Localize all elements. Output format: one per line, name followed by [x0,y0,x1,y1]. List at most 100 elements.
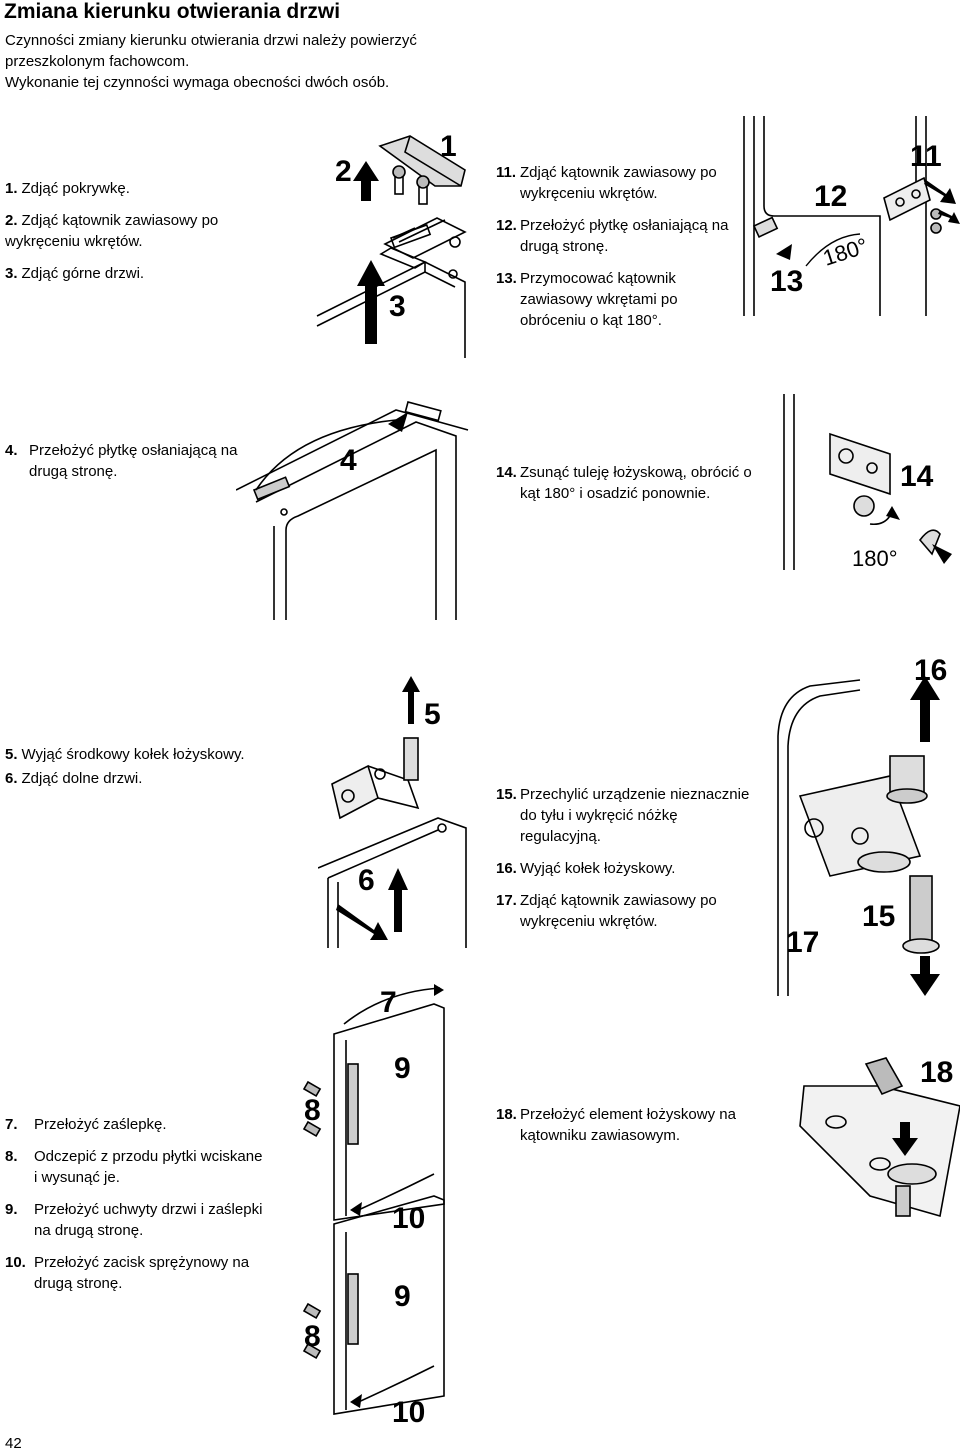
step-text: Zdjąć kątownik zawiasowy po wykręceniu w… [5,212,219,250]
step-11: 11.Zdjąć kątownik zawiasowy po wykręceni… [496,162,732,204]
figure-label-12: 12 [814,180,847,213]
page-title: Zmiana kierunku otwierania drzwi [4,0,341,23]
figure-hinge-rotate: 11 12 13 180° [740,116,960,316]
figure-label-9a: 9 [394,1052,411,1085]
step-text: Przełożyć płytkę osłaniającą na drugą st… [29,442,238,480]
step-2: 2.Zdjąć kątownik zawiasowy po wykręceniu… [5,210,295,252]
step-8: 8. Odczepić z przodu płytki wciskane i wy… [5,1146,263,1188]
step-number: 10. [5,1254,26,1271]
steps-7-10: 7. Przełożyć zaślepkę. 8. Odczepić z przod… [5,1114,263,1305]
step-9: 9. Przełożyć uchwyty drzwi i zaślepki na … [5,1199,263,1241]
figure-bearing-sleeve: 14 180° [780,394,960,574]
step-text: Zdjąć górne drzwi. [21,265,145,282]
step-1: 1.Zdjąć pokrywkę. [5,178,295,199]
step-text: Zdjąć pokrywkę. [21,180,130,197]
step-text: Zsunąć tuleję łożyskową, obrócić o kąt 1… [520,464,752,502]
top-hinge-illustration: 1 2 3 [316,130,467,358]
figure-label-16: 16 [914,656,947,687]
bottom-hinge-illustration: 16 15 17 [777,656,947,996]
step-number: 7. [5,1116,18,1133]
step-number: 5. [5,746,18,763]
figure-label-1: 1 [440,130,457,163]
step-text: Zdjąć kątownik zawiasowy po wykręceniu w… [520,164,717,202]
steps-4: 4. Przełożyć płytkę osłaniającą na drugą … [5,440,245,493]
figure-label-8b: 8 [304,1320,321,1353]
step-13: 13.Przymocować kątownik zawiasowy wkręta… [496,268,732,331]
step-text: Wyjąć środkowy kołek łożyskowy. [21,746,245,763]
figure-label-5: 5 [424,698,441,731]
step-number: 2. [5,212,18,229]
figure-bearing-element: 18 [770,1046,960,1226]
figure-label-2: 2 [335,155,352,188]
step-text: Wyjąć kołek łożyskowy. [520,860,676,877]
figure-label-13: 13 [770,265,803,298]
figure-label-10a: 10 [392,1202,425,1235]
steps-14: 14.Zsunąć tuleję łożyskową, obrócić o ką… [496,462,766,515]
step-number: 16. [496,860,517,877]
hinge-rotate-illustration: 11 12 13 180° [743,116,960,316]
figure-label-17: 17 [786,926,819,959]
figure-label-11: 11 [910,140,942,173]
figure-label-15: 15 [862,900,895,933]
step-12: 12.Przełożyć płytkę osłaniającą na drugą… [496,215,732,257]
step-14: 14.Zsunąć tuleję łożyskową, obrócić o ką… [496,462,766,504]
step-number: 18. [496,1106,517,1123]
steps-15-17: 15.Przechylić urządzenie nieznacznie do … [496,784,756,943]
bearing-sleeve-illustration: 14 180° [783,394,952,571]
steps-18: 18.Przełożyć element łożyskowy na kątown… [496,1104,756,1157]
step-17: 17.Zdjąć kątownik zawiasowy po wykręceni… [496,890,756,932]
figure-label-3: 3 [389,290,406,323]
step-6: 6.Zdjąć dolne drzwi. [5,768,305,789]
steps-11-13: 11.Zdjąć kątownik zawiasowy po wykręceni… [496,162,732,342]
figure-lower-door: 5 6 [318,668,478,948]
figure-top-hinge: 1 2 3 [315,126,475,358]
intro-line-2: Wykonanie tej czynności wymaga obecności… [5,74,390,91]
intro-text: Czynności zmiany kierunku otwierania drz… [5,30,475,93]
step-number: 8. [5,1148,18,1165]
step-text: Zdjąć kątownik zawiasowy po wykręceniu w… [520,892,717,930]
step-number: 17. [496,892,517,909]
step-text: Przełożyć zacisk sprężynowy na drugą str… [34,1254,250,1292]
step-5: 5.Wyjąć środkowy kołek łożyskowy. [5,744,305,765]
bearing-element-illustration: 18 [799,1056,960,1218]
step-text: Przełożyć zaślepkę. [34,1116,167,1133]
step-text: Przełożyć uchwyty drzwi i zaślepki na dr… [34,1201,263,1239]
angle-label-14: 180° [852,546,898,571]
figure-label-8a: 8 [304,1094,321,1127]
step-15: 15.Przechylić urządzenie nieznacznie do … [496,784,756,847]
steps-5-6: 5.Wyjąć środkowy kołek łożyskowy. 6.Zdją… [5,744,305,800]
step-number: 4. [5,442,18,459]
step-number: 14. [496,464,517,481]
figure-label-18: 18 [920,1056,953,1089]
step-7: 7. Przełożyć zaślepkę. [5,1114,263,1135]
step-number: 6. [5,770,18,787]
figure-label-6: 6 [358,864,375,897]
figure-label-4: 4 [340,444,357,477]
figure-bottom-hinge: 16 15 17 [770,656,960,996]
doors-handles-illustration: 7 8 9 10 8 9 10 [302,984,445,1429]
step-text: Zdjąć dolne drzwi. [21,770,143,787]
steps-1-3: 1.Zdjąć pokrywkę. 2.Zdjąć kątownik zawia… [5,178,295,295]
step-number: 15. [496,786,517,803]
step-number: 1. [5,180,18,197]
step-text: Przełożyć element łożyskowy na kątowniku… [520,1106,736,1144]
step-text: Odczepić z przodu płytki wciskane i wysu… [34,1148,263,1186]
figure-label-7: 7 [380,986,397,1019]
figure-label-9b: 9 [394,1280,411,1313]
step-number: 11. [496,164,517,181]
lower-door-illustration: 5 6 [318,676,467,948]
step-text: Przymocować kątownik zawiasowy wkrętami … [520,270,678,329]
cover-plate-illustration: 4 [236,401,469,620]
step-3: 3.Zdjąć górne drzwi. [5,263,295,284]
figure-cover-plate: 4 [236,390,476,620]
step-10: 10. Przełożyć zacisk sprężynowy na drugą … [5,1252,263,1294]
step-number: 12. [496,217,517,234]
page-number: 42 [5,1435,22,1452]
figure-label-14: 14 [900,460,934,493]
step-text: Przełożyć płytkę osłaniającą na drugą st… [520,217,729,255]
step-number: 3. [5,265,18,282]
step-16: 16.Wyjąć kołek łożyskowy. [496,858,756,879]
angle-label-13: 180° [820,233,871,271]
figure-doors-handles: 7 8 9 10 8 9 10 [294,984,484,1434]
step-number: 9. [5,1201,18,1218]
